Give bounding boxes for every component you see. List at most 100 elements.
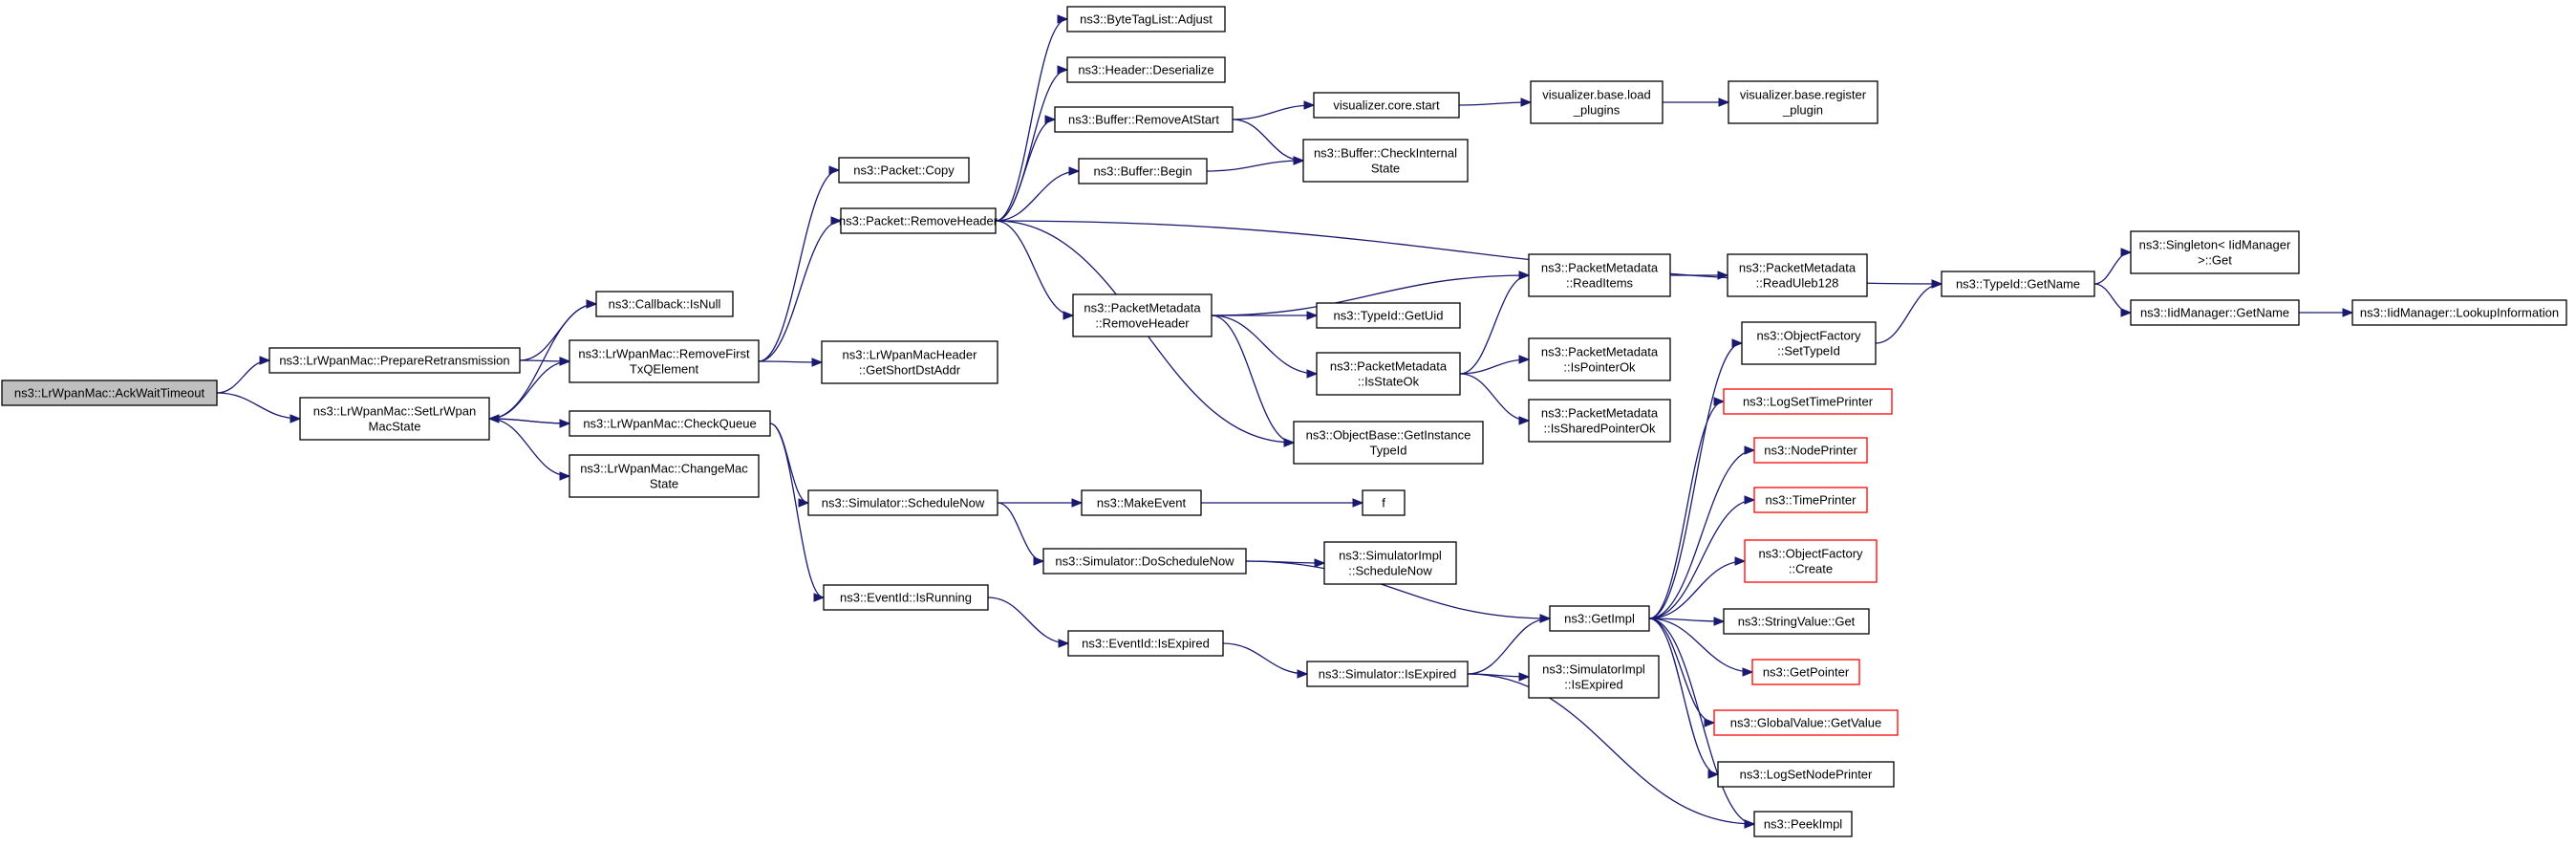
edge-arrowhead: [1518, 416, 1531, 425]
node-box: [1753, 487, 1868, 513]
node-label: ns3::EventId::IsExpired: [1082, 637, 1210, 651]
node-box: [1078, 158, 1208, 184]
node-label: ns3::StringValue::Get: [1738, 615, 1856, 629]
node-visualizer-core-start[interactable]: visualizer.core.start: [1313, 92, 1460, 119]
node-ns3-lrwpanmac-ackwaittimeout[interactable]: ns3::LrWpanMac::AckWaitTimeout: [1, 380, 218, 406]
node-ns3-singleton-iidmanager-get[interactable]: ns3::Singleton< IidManager >::Get: [2130, 230, 2300, 274]
node-ns3-logsettimeprinter[interactable]: ns3::LogSetTimePrinter: [1723, 388, 1893, 415]
node-ns3-lrwpanmacheader-getshortdstaddr[interactable]: ns3::LrWpanMacHeader::GetShortDstAddr: [821, 340, 998, 384]
edge-arrowhead: [1707, 770, 1720, 779]
node-ns3-simulatorimpl-isexpired[interactable]: ns3::SimulatorImpl::IsExpired: [1528, 655, 1660, 699]
node-ns3-simulatorimpl-schedulenow[interactable]: ns3::SimulatorImpl::ScheduleNow: [1323, 541, 1457, 585]
edge-n32-n40: [1648, 556, 1747, 619]
node-ns3-getimpl[interactable]: ns3::GetImpl: [1549, 605, 1650, 632]
node-ns3-peekimpl[interactable]: ns3::PeekImpl: [1753, 811, 1853, 837]
node-ns3-objectfactory-settypeid[interactable]: ns3::ObjectFactory::SetTypeId: [1741, 321, 1877, 365]
node-ns3-simulator-isexpired[interactable]: ns3::Simulator::IsExpired: [1306, 661, 1469, 687]
node-ns3-logsetnodeprinter[interactable]: ns3::LogSetNodePrinter: [1717, 761, 1895, 788]
node-ns3-globalvalue-getvalue[interactable]: ns3::GlobalValue::GetValue: [1713, 709, 1899, 736]
edge-n16-n22: [1212, 311, 1319, 320]
node-ns3-eventid-isexpired[interactable]: ns3::EventId::IsExpired: [1067, 630, 1224, 657]
node-box: [1528, 337, 1671, 381]
node-ns3-packetmetadata-ispointerok[interactable]: ns3::PacketMetadata::IsPointerOk: [1528, 337, 1671, 381]
node-label: ns3::LogSetNodePrinter: [1740, 768, 1873, 782]
node-f[interactable]: f: [1362, 489, 1406, 516]
node-ns3-simulator-doschedulenow[interactable]: ns3::Simulator::DoScheduleNow: [1042, 548, 1247, 575]
node-visualizer-base-register-plugin[interactable]: visualizer.base.register_plugin: [1728, 80, 1878, 124]
node-box: [1753, 437, 1868, 464]
node-ns3-iidmanager-lookupinformation[interactable]: ns3::IidManager::LookupInformation: [2351, 299, 2567, 326]
node-label: ::IsStateOk: [1358, 375, 1420, 389]
edge-arrowhead: [1744, 445, 1756, 455]
edge-arrowhead: [1931, 279, 1943, 289]
edge-n8-n14: [995, 115, 1057, 222]
node-ns3-eventid-isrunning[interactable]: ns3::EventId::IsRunning: [823, 584, 989, 611]
node-ns3-iidmanager-getname[interactable]: ns3::IidManager::GetName: [2130, 299, 2300, 326]
edge-n14-n20: [1232, 100, 1316, 120]
edge-n23-n29: [1459, 271, 1531, 375]
node-ns3-typeid-getuid[interactable]: ns3::TypeId::GetUid: [1316, 302, 1461, 329]
node-label: ns3::LrWpanMac::AckWaitTimeout: [14, 386, 205, 401]
node-label: ns3::Simulator::ScheduleNow: [822, 496, 985, 510]
node-ns3-timeprinter[interactable]: ns3::TimePrinter: [1753, 487, 1868, 513]
edge-line: [1467, 673, 1755, 825]
edge-arrowhead: [290, 414, 302, 423]
node-label: visualizer.base.register: [1740, 88, 1867, 102]
edge-n8-n16: [995, 220, 1075, 320]
edge-arrowhead: [1297, 669, 1309, 679]
node-ns3-packetmetadata-issharedpointerok[interactable]: ns3::PacketMetadata::IsSharedPointerOk: [1528, 399, 1671, 443]
node-ns3-nodeprinter[interactable]: ns3::NodePrinter: [1753, 437, 1868, 464]
node-ns3-packetmetadata-readitems[interactable]: ns3::PacketMetadata::ReadItems: [1528, 253, 1671, 297]
node-box: [1323, 541, 1457, 585]
node-box: [1042, 548, 1247, 575]
node-box: [821, 340, 998, 384]
node-ns3-stringvalue-get[interactable]: ns3::StringValue::Get: [1723, 608, 1870, 635]
node-box: [1306, 661, 1469, 687]
node-label: >::Get: [2198, 253, 2232, 268]
node-ns3-packet-removeheader[interactable]: ns3::Packet::RemoveHeader: [839, 207, 998, 234]
edge-line: [488, 360, 570, 420]
node-label: ns3::Buffer::Begin: [1093, 164, 1191, 179]
node-ns3-callback-isnull[interactable]: ns3::Callback::IsNull: [595, 291, 734, 317]
node-ns3-buffer-begin[interactable]: ns3::Buffer::Begin: [1078, 158, 1208, 184]
node-box: [1728, 80, 1878, 124]
node-ns3-header-deserialize[interactable]: ns3::Header::Deserialize: [1066, 56, 1226, 83]
edge-line: [758, 220, 842, 362]
node-ns3-typeid-getname[interactable]: ns3::TypeId::GetName: [1941, 271, 2095, 297]
node-label: ns3::GetImpl: [1564, 612, 1635, 626]
node-ns3-packetmetadata-isstateok[interactable]: ns3::PacketMetadata::IsStateOk: [1316, 352, 1461, 396]
node-label: ns3::Simulator::DoScheduleNow: [1055, 554, 1234, 569]
edge-n23-n30: [1459, 355, 1531, 375]
node-ns3-makeevent[interactable]: ns3::MakeEvent: [1081, 489, 1202, 516]
node-visualizer-base-load-plugins[interactable]: visualizer.base.load_plugins: [1530, 80, 1664, 124]
node-label: ns3::Callback::IsNull: [609, 297, 721, 312]
edge-line: [758, 169, 840, 362]
node-ns3-getpointer[interactable]: ns3::GetPointer: [1751, 659, 1860, 685]
node-ns3-bytetaglist-adjust[interactable]: ns3::ByteTagList::Adjust: [1066, 6, 1226, 33]
edge-n14-n21: [1232, 119, 1305, 165]
node-ns3-packet-copy[interactable]: ns3::Packet::Copy: [838, 157, 970, 184]
node-label: ns3::LrWpanMac::SetLrWpan: [313, 404, 477, 419]
node-label: ns3::Singleton< IidManager: [2139, 238, 2291, 252]
node-ns3-lrwpanmac-checkqueue[interactable]: ns3::LrWpanMac::CheckQueue: [569, 410, 771, 437]
node-ns3-packetmetadata-readuleb128[interactable]: ns3::PacketMetadata::ReadUleb128: [1727, 253, 1868, 297]
edge-n0-n2: [216, 392, 302, 423]
node-label: ::SetTypeId: [1777, 344, 1840, 358]
node-ns3-lrwpanmac-prepareretransmission[interactable]: ns3::LrWpanMac::PrepareRetransmission: [268, 347, 521, 374]
edge-line: [995, 69, 1068, 222]
node-box: [569, 410, 771, 437]
node-ns3-packetmetadata-removeheader[interactable]: ns3::PacketMetadata::RemoveHeader: [1072, 293, 1213, 337]
edge-arrowhead: [1352, 498, 1364, 508]
node-ns3-simulator-schedulenow[interactable]: ns3::Simulator::ScheduleNow: [807, 489, 998, 516]
edge-arrowhead: [828, 165, 841, 175]
node-ns3-objectfactory-create[interactable]: ns3::ObjectFactory::Create: [1744, 539, 1878, 583]
node-ns3-buffer-removeatstart[interactable]: ns3::Buffer::RemoveAtStart: [1054, 106, 1234, 133]
node-label: ns3::LrWpanMac::PrepareRetransmission: [279, 354, 509, 368]
edge-n10-n17: [998, 498, 1084, 508]
